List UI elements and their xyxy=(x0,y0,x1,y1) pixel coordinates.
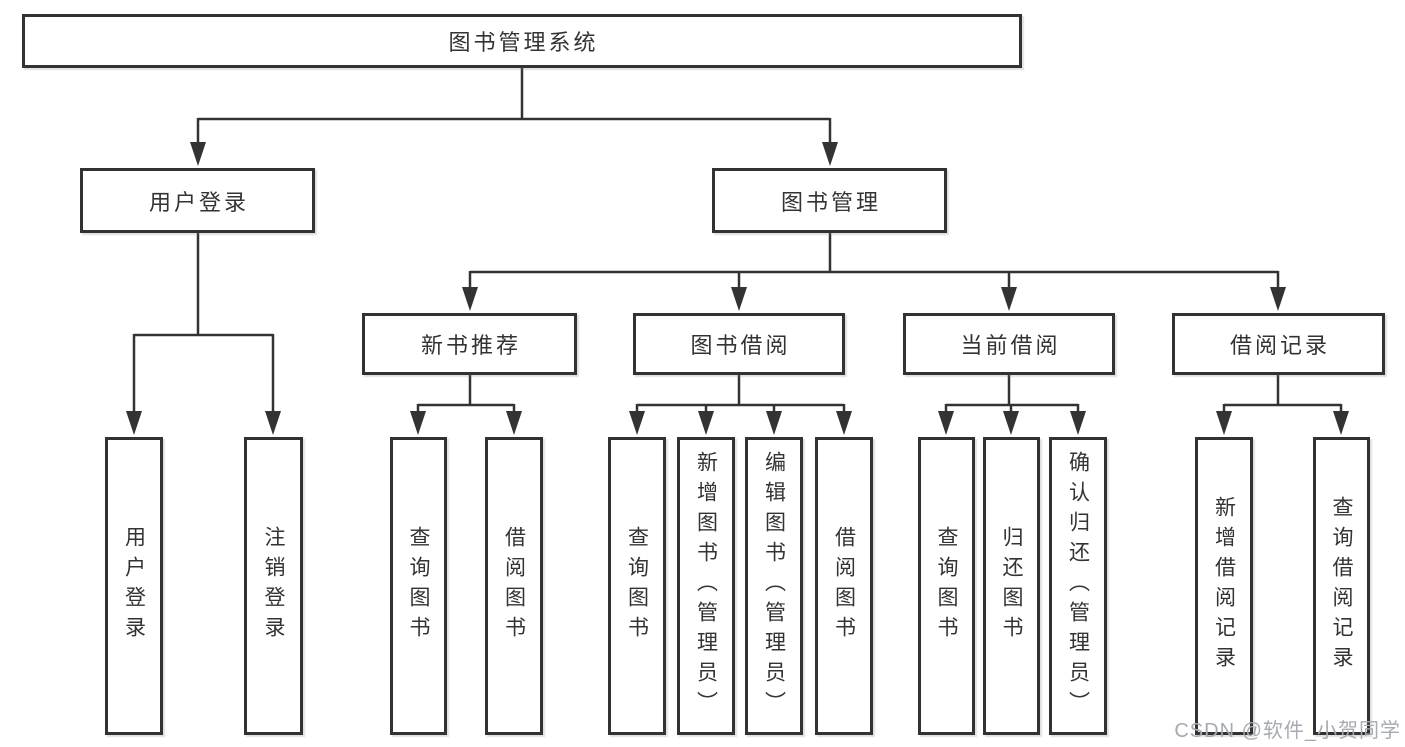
leaf-borrow-books: 借阅图书 xyxy=(815,437,873,735)
leaf-confirm-return-admin: 确认归还（管理员） xyxy=(1049,437,1107,735)
node-system-root: 图书管理系统 xyxy=(22,14,1022,68)
leaf-logout: 注销登录 xyxy=(244,437,303,735)
node-new-book-recommend: 新书推荐 xyxy=(362,313,577,375)
node-book-management: 图书管理 xyxy=(712,168,947,233)
node-borrow-records: 借阅记录 xyxy=(1172,313,1385,375)
leaf-add-books-admin: 新增图书（管理员） xyxy=(677,437,735,735)
leaf-query-borrow-record: 查询借阅记录 xyxy=(1313,437,1370,735)
leaf-return-books: 归还图书 xyxy=(983,437,1040,735)
leaf-add-borrow-record: 新增借阅记录 xyxy=(1195,437,1253,735)
leaf-user-login: 用户登录 xyxy=(105,437,163,735)
node-user-login: 用户登录 xyxy=(80,168,315,233)
csdn-watermark: CSDN @软件_小贺同学 xyxy=(1174,720,1401,742)
node-current-borrow: 当前借阅 xyxy=(903,313,1115,375)
leaf-edit-books-admin: 编辑图书（管理员） xyxy=(745,437,803,735)
leaf-query-books-current: 查询图书 xyxy=(918,437,975,735)
leaf-query-books-recommend: 查询图书 xyxy=(390,437,447,735)
leaf-borrow-books-recommend: 借阅图书 xyxy=(485,437,543,735)
leaf-query-books-borrow: 查询图书 xyxy=(608,437,666,735)
node-book-borrow: 图书借阅 xyxy=(633,313,845,375)
